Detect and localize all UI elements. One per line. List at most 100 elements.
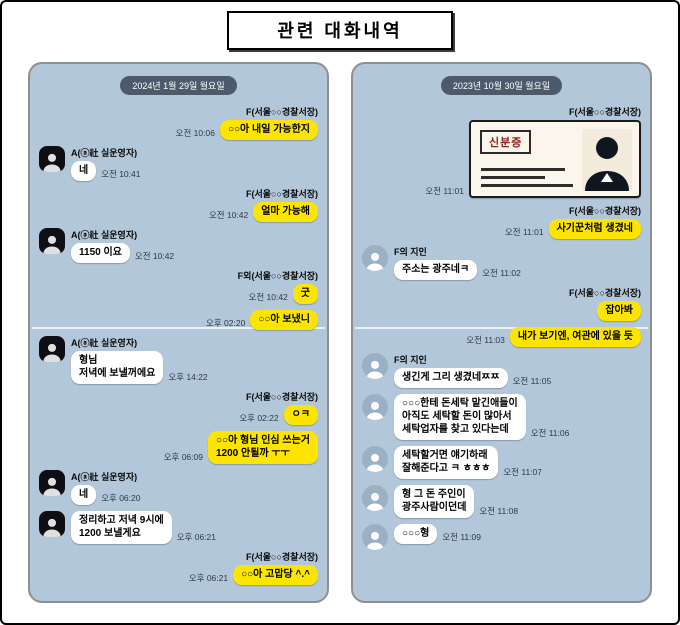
id-card-image[interactable]: 신분증	[469, 120, 641, 198]
message-bubble: 주소는 광주네ㅋ	[394, 260, 478, 280]
message-sent-image: F(서울○○경찰서장) 오전 11:01 신분증	[362, 105, 641, 198]
avatar[interactable]	[362, 353, 388, 379]
message-time: 오후 06:09	[163, 452, 203, 462]
sender-label: A(ⓐ社 실운영자)	[71, 472, 138, 482]
message-received: 정리하고 저녁 9시에 1200 보낼게요 오후 06:21	[39, 511, 318, 544]
date-badge: 2023년 10월 30일 월요일	[440, 76, 563, 95]
avatar[interactable]	[39, 336, 65, 362]
message-content: A(ⓐ社 실운영자) 형님 저녁에 보낼꺼에요 오후 14:22	[71, 336, 208, 384]
message-received: F의 지인 생긴게 그리 생겼네ㅉㅉ 오전 11:05	[362, 353, 641, 388]
id-photo-person-icon	[582, 129, 632, 191]
redacted-line	[481, 184, 573, 187]
message-bubble: ㅇㅋ	[283, 405, 318, 425]
message-time: 오전 11:09	[442, 532, 481, 542]
message-row: 오후 06:21 ○○아 고맙당 ^.^	[189, 565, 318, 585]
chat-panel-2024-01-29: 2024년 1월 29일 월요일 F(서울○○경찰서장) 오전 10:06 ○○…	[28, 62, 329, 603]
message-sent: 오후 02:20 ○○아 보냈니	[39, 310, 318, 330]
avatar[interactable]	[362, 446, 388, 472]
sender-label: F(서울○○경찰서장)	[568, 206, 641, 216]
message-bubble: 사기꾼처럼 생겼네	[548, 219, 641, 239]
message-content: A(ⓐ社 실운영자) 네 오후 06:20	[71, 470, 140, 505]
message-time: 오전 10:06	[175, 128, 215, 138]
message-bubble: 네	[71, 161, 97, 181]
sender-label: A(ⓐ社 실운영자)	[71, 230, 138, 240]
message-bubble: 형 그 돈 주인이 광주사람이던데	[394, 485, 475, 518]
message-time: 오후 06:21	[188, 573, 229, 583]
screenshot-stitch-divider	[32, 327, 325, 330]
message-time: 오후 14:22	[168, 372, 208, 382]
person-icon	[43, 518, 61, 537]
panels-container: 2024년 1월 29일 월요일 F(서울○○경찰서장) 오전 10:06 ○○…	[2, 62, 678, 603]
message-row: 생긴게 그리 생겼네ㅉㅉ 오전 11:05	[394, 368, 551, 388]
message-time: 오전 11:03	[466, 335, 505, 345]
message-content: ○○○한테 돈세탁 맡긴애들이 아직도 세탁할 돈이 많아서 세탁업자를 찾고 …	[394, 394, 569, 440]
message-time: 오전 11:02	[482, 268, 521, 278]
message-content: F의 지인 주소는 광주네ㅋ 오전 11:02	[394, 245, 521, 280]
message-time: 오전 11:07	[503, 467, 543, 477]
avatar[interactable]	[362, 485, 388, 511]
sender-label: F(서울○○경찰서장)	[245, 552, 318, 562]
message-received: 세탁할거면 얘기하래 잘해준다고 ㅋ ㅎㅎㅎ 오전 11:07	[362, 446, 641, 479]
message-bubble: 얼마 가능해	[253, 202, 318, 222]
message-received: F의 지인 주소는 광주네ㅋ 오전 11:02	[362, 245, 641, 280]
avatar[interactable]	[39, 470, 65, 496]
message-bubble: ○○아 형님 인심 쓰는거 1200 안될까 ㅜㅜ	[207, 431, 318, 464]
message-sent: F외(서울○○경찰서장) 오전 10:42 굿	[39, 269, 318, 304]
message-row: ○○○한테 돈세탁 맡긴애들이 아직도 세탁할 돈이 많아서 세탁업자를 찾고 …	[394, 394, 569, 440]
message-row: 네 오후 06:20	[71, 485, 140, 505]
message-bubble: 굿	[292, 284, 318, 304]
message-received: A(ⓐ社 실운영자) 1150 이요 오전 10:42	[39, 228, 318, 263]
avatar[interactable]	[39, 146, 65, 172]
message-received: ○○○형 오전 11:09	[362, 524, 641, 550]
sender-label: F(서울○○경찰서장)	[245, 189, 318, 199]
message-list: F(서울○○경찰서장) 오전 10:06 ○○아 내일 가능한지 A(ⓐ社 실운…	[39, 105, 318, 585]
message-bubble: 형님 저녁에 보낼꺼에요	[71, 351, 164, 384]
message-bubble: 1150 이요	[71, 243, 130, 263]
message-content: 정리하고 저녁 9시에 1200 보낼게요 오후 06:21	[71, 511, 216, 544]
message-bubble: 정리하고 저녁 9시에 1200 보낼게요	[71, 511, 172, 544]
person-icon	[43, 235, 61, 254]
sender-label: F(서울○○경찰서장)	[245, 107, 318, 117]
avatar[interactable]	[39, 511, 65, 537]
avatar[interactable]	[362, 394, 388, 420]
message-row: 잡아봐	[597, 301, 641, 321]
message-content: A(ⓐ社 실운영자) 네 오전 10:41	[71, 146, 140, 181]
message-sent: F(서울○○경찰서장) 오전 11:01 사기꾼처럼 생겼네	[362, 204, 641, 239]
message-row: 주소는 광주네ㅋ 오전 11:02	[394, 260, 521, 280]
message-sent: 오전 11:03 내가 보기엔, 여관에 있을 듯	[362, 327, 641, 347]
sender-label: A(ⓐ社 실운영자)	[71, 338, 138, 348]
message-row: 형님 저녁에 보낼꺼에요 오후 14:22	[71, 351, 208, 384]
avatar[interactable]	[362, 524, 388, 550]
sender-label: F의 지인	[394, 247, 427, 257]
message-time: 오전 11:01	[425, 186, 464, 196]
message-time: 오전 10:42	[208, 210, 249, 220]
message-content: A(ⓐ社 실운영자) 1150 이요 오전 10:42	[71, 228, 174, 263]
message-row: 정리하고 저녁 9시에 1200 보낼게요 오후 06:21	[71, 511, 216, 544]
message-row: 오전 10:42 얼마 가능해	[209, 202, 318, 222]
sender-label: F(서울○○경찰서장)	[568, 107, 641, 117]
message-time: 오전 10:42	[248, 292, 288, 302]
message-sent: F(서울○○경찰서장) 오전 10:42 얼마 가능해	[39, 187, 318, 222]
message-bubble: ○○아 고맙당 ^.^	[233, 565, 318, 585]
person-icon	[366, 531, 384, 550]
message-row: 오전 11:01 신분증	[425, 120, 641, 198]
message-sent: F(서울○○경찰서장) 잡아봐	[362, 286, 641, 321]
person-icon	[43, 153, 61, 172]
person-icon	[366, 360, 384, 379]
page-title: 관련 대화내역	[227, 11, 453, 50]
id-card-label: 신분증	[480, 130, 532, 154]
message-bubble: ○○○한테 돈세탁 맡긴애들이 아직도 세탁할 돈이 많아서 세탁업자를 찾고 …	[394, 394, 526, 440]
message-received: A(ⓐ社 실운영자) 형님 저녁에 보낼꺼에요 오후 14:22	[39, 336, 318, 384]
message-content: 세탁할거면 얘기하래 잘해준다고 ㅋ ㅎㅎㅎ 오전 11:07	[394, 446, 542, 479]
message-row: 오후 02:20 ○○아 보냈니	[206, 310, 318, 330]
person-icon	[366, 453, 384, 472]
avatar[interactable]	[362, 245, 388, 271]
message-bubble: ○○아 보냈니	[250, 310, 318, 330]
date-badge: 2024년 1월 29일 월요일	[120, 76, 237, 95]
message-row: 오전 10:06 ○○아 내일 가능한지	[176, 120, 318, 140]
message-bubble: 내가 보기엔, 여관에 있을 듯	[509, 327, 641, 347]
message-received: A(ⓐ社 실운영자) 네 오전 10:41	[39, 146, 318, 181]
avatar[interactable]	[39, 228, 65, 254]
message-content: 형 그 돈 주인이 광주사람이던데 오전 11:08	[394, 485, 518, 518]
